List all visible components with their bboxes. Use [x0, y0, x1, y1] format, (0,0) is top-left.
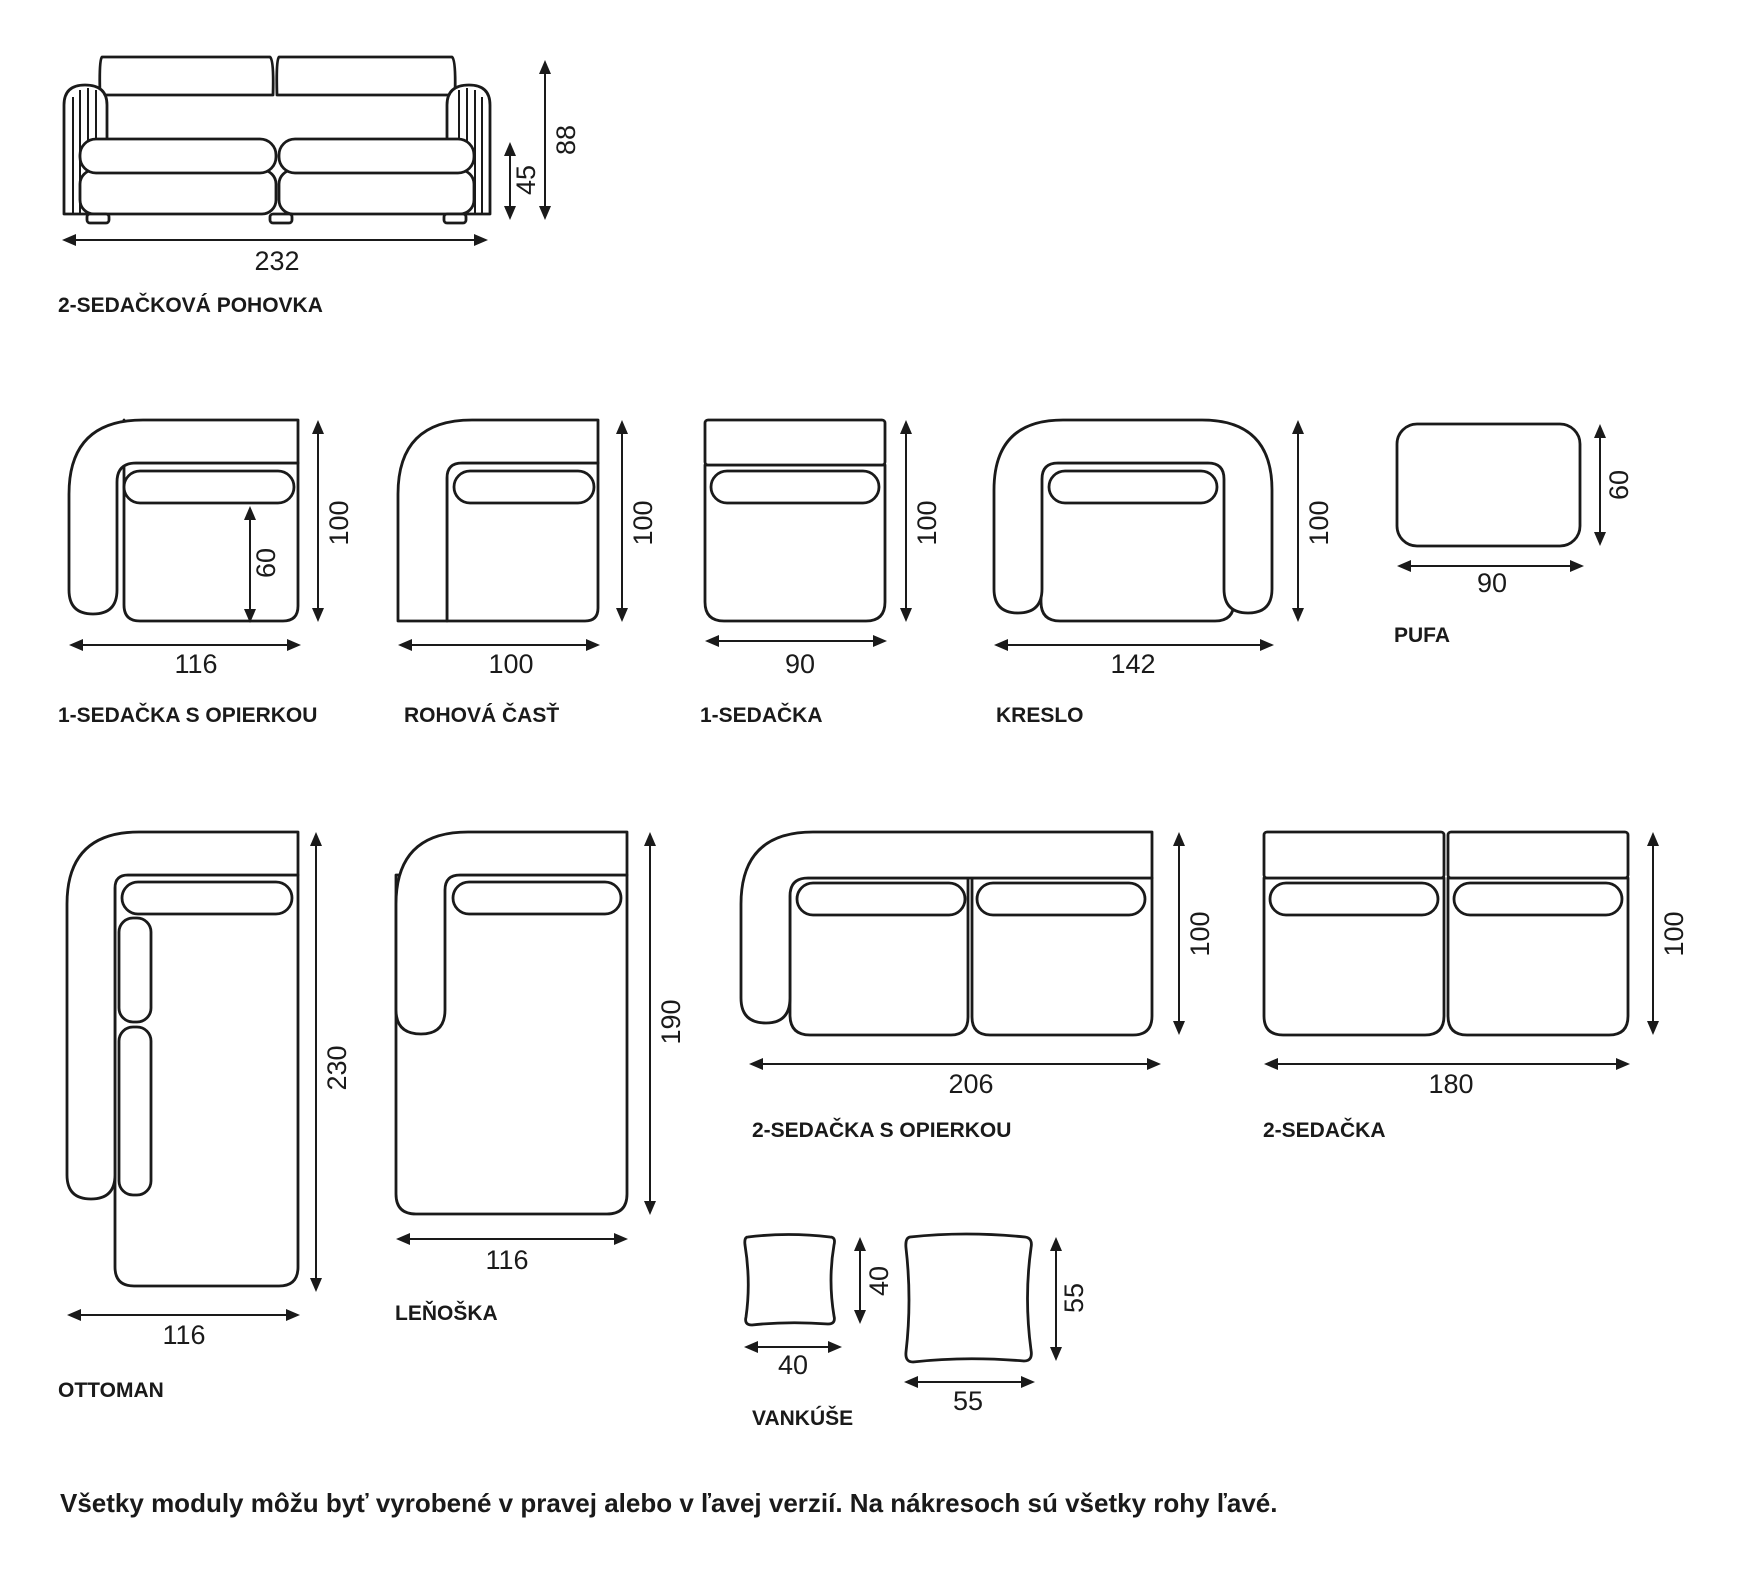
dimension-height-pillow-large: [1050, 1237, 1062, 1361]
dim-seat2-width: 180: [1428, 1069, 1473, 1099]
dim-pouf-depth: 60: [1604, 470, 1634, 500]
dimension-width-sofa2: [62, 234, 488, 246]
dimension-width-seat1: [705, 635, 887, 647]
label-seat2-arm: 2-SEDAČKA S OPIERKOU: [752, 1118, 1011, 1142]
module-corner: [396, 418, 600, 623]
dimension-width-seat1-arm: [69, 639, 301, 651]
dim-armchair-width: 142: [1110, 649, 1155, 679]
dim-ottoman-depth: 230: [322, 1045, 352, 1090]
label-seat2: 2-SEDAČKA: [1263, 1118, 1386, 1142]
dim-pillow-large-width: 55: [953, 1386, 983, 1416]
dim-armchair-depth: 100: [1304, 500, 1334, 545]
module-ottoman: [65, 830, 300, 1288]
dim-seat2-arm-width: 206: [948, 1069, 993, 1099]
dimension-width-pillow-large: [904, 1376, 1035, 1388]
dimension-seat-height-sofa2: [504, 142, 516, 220]
pillow-large: [904, 1232, 1033, 1364]
label-armchair: KRESLO: [996, 704, 1084, 727]
dim-corner-depth: 100: [628, 500, 658, 545]
dimension-width-pouf: [1397, 560, 1584, 572]
dimension-depth-pouf: [1594, 424, 1606, 546]
label-pouf: PUFA: [1394, 624, 1450, 647]
label-ottoman: OTTOMAN: [58, 1379, 164, 1402]
module-armchair: [992, 418, 1274, 623]
sofa-2-seater-front-view: [62, 55, 492, 225]
label-corner: ROHOVÁ ČASŤ: [404, 703, 559, 727]
dim-lounger-depth: 190: [656, 999, 686, 1044]
dimension-depth-seat2-arm: [1173, 832, 1185, 1035]
dimension-inner-depth-seat1-arm: [244, 506, 256, 623]
module-lounger: [394, 830, 629, 1216]
module-seat2-arm: [739, 830, 1154, 1037]
dimension-width-seat2: [1264, 1058, 1630, 1070]
dimension-depth-armchair: [1292, 420, 1304, 622]
dimension-depth-corner: [616, 420, 628, 622]
dimension-width-armchair: [994, 639, 1274, 651]
dimension-width-seat2-arm: [749, 1058, 1161, 1070]
label-pillows: VANKÚŠE: [752, 1406, 853, 1430]
dim-lounger-width: 116: [485, 1245, 528, 1275]
dim-seat1-arm-depth: 100: [324, 500, 354, 545]
dim-seat2-depth: 100: [1659, 911, 1689, 956]
dimension-depth-seat1: [900, 420, 912, 622]
dimension-height-pillow-small: [854, 1237, 866, 1324]
pillow-small: [743, 1233, 836, 1327]
dim-seat1-depth: 100: [912, 500, 942, 545]
label-seat1: 1-SEDAČKA: [700, 703, 823, 727]
dimension-width-lounger: [396, 1233, 628, 1245]
label-sofa2: 2-SEDAČKOVÁ POHOVKA: [58, 293, 323, 317]
dimension-depth-seat2: [1647, 832, 1659, 1035]
dim-pouf-width: 90: [1477, 568, 1507, 598]
dimension-depth-lounger: [644, 832, 656, 1215]
dim-seat1-width: 90: [785, 649, 815, 679]
dim-seat1-arm-width: 116: [174, 649, 217, 679]
dimension-width-corner: [398, 639, 600, 651]
dimension-width-ottoman: [67, 1309, 300, 1321]
footnote: Všetky moduly môžu byť vyrobené v pravej…: [60, 1488, 1277, 1518]
dimension-depth-ottoman: [310, 832, 322, 1292]
dim-sofa2-seat-height: 45: [511, 165, 541, 195]
dim-seat1-arm-inner: 60: [251, 548, 281, 578]
dim-pillow-small-height: 40: [864, 1266, 894, 1296]
dimension-depth-seat1-arm: [312, 420, 324, 622]
dim-corner-width: 100: [488, 649, 533, 679]
module-seat1: [703, 418, 887, 623]
dim-seat2-arm-depth: 100: [1185, 911, 1215, 956]
label-lounger: LEŇOŠKA: [395, 1301, 498, 1325]
dim-sofa2-width: 232: [254, 246, 299, 276]
dim-ottoman-width: 116: [162, 1320, 205, 1350]
dim-pillow-large-height: 55: [1059, 1283, 1089, 1313]
module-seat2: [1262, 830, 1630, 1037]
module-seat1-arm: [67, 418, 300, 623]
dimension-width-pillow-small: [744, 1341, 842, 1353]
dim-sofa2-height: 88: [551, 125, 581, 155]
module-pouf: [1395, 422, 1582, 548]
dim-pillow-small-width: 40: [778, 1350, 808, 1380]
dimension-height-sofa2: [539, 60, 551, 220]
label-seat1-arm: 1-SEDAČKA S OPIERKOU: [58, 703, 317, 727]
